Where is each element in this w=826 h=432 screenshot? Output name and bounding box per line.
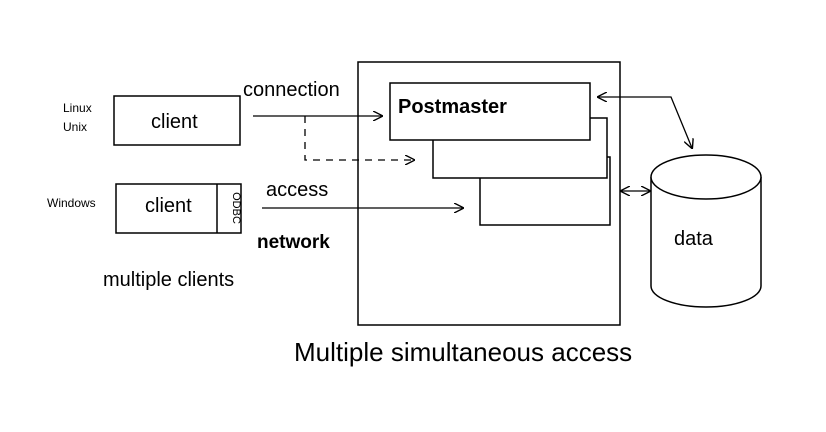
data-cylinder <box>650 154 762 308</box>
postmaster-box <box>389 82 591 141</box>
network-label: network <box>257 232 330 253</box>
linux-client-box <box>113 95 241 146</box>
connection-label: connection <box>243 79 340 101</box>
diagram-title: Multiple simultaneous access <box>294 337 632 367</box>
clients-caption: multiple clients <box>103 269 234 291</box>
postmaster-label: Postmaster <box>398 96 507 118</box>
unix-os-label: Unix <box>63 120 87 134</box>
dashed-connection-arrow <box>304 116 414 160</box>
windows-client-box <box>115 183 242 234</box>
linux-client-label: client <box>151 111 198 133</box>
windows-os-label: Windows <box>47 196 96 210</box>
access-label: access <box>266 179 328 201</box>
linux-os-label: Linux <box>63 101 92 115</box>
odbc-label: ODBC <box>230 192 242 224</box>
data-label: data <box>674 228 714 250</box>
windows-client-label: client <box>145 195 192 217</box>
postmaster-data-arrow <box>598 97 692 148</box>
